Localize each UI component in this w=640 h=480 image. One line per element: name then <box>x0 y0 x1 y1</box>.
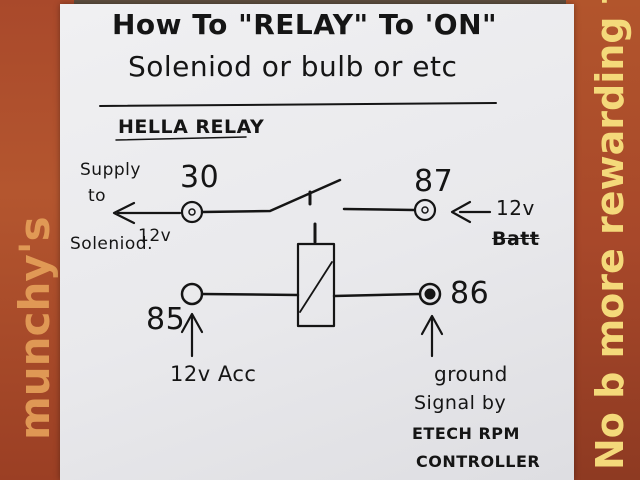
switch-arm <box>200 178 342 214</box>
supply-to-label: to <box>88 186 107 206</box>
pin-30-label: 30 <box>180 160 220 195</box>
batt-volts-label: 12v <box>496 196 535 220</box>
coil-winding <box>299 261 333 313</box>
acc-label: 12v Acc <box>170 362 257 386</box>
pin-87-terminal <box>413 198 437 222</box>
relay-heading: HELLA RELAY <box>118 116 265 138</box>
acc-arrow-head <box>180 312 204 334</box>
controller-label: CONTROLLER <box>416 452 541 471</box>
solenoid-label: Soleniod. <box>70 234 153 254</box>
batt-label: Batt <box>492 228 540 250</box>
title-divider <box>99 102 497 107</box>
output-arrow-head <box>112 201 136 225</box>
paper-sheet <box>60 4 574 480</box>
signal-by-label: Signal by <box>414 392 507 414</box>
etech-label: ETECH RPM <box>412 424 520 443</box>
wrapper-right: No b more rewarding than this! <box>566 0 640 480</box>
pin-86-label: 86 <box>450 276 490 311</box>
contact-87-wire <box>342 207 416 212</box>
pin-87-label: 87 <box>414 164 454 199</box>
supply-label: Supply <box>80 160 141 180</box>
pin-85-label: 85 <box>146 302 186 337</box>
wire-coil-to-86 <box>332 292 422 298</box>
title-line-1: How To "RELAY" To 'ON" <box>112 8 498 41</box>
batt-arrow-head <box>450 200 472 224</box>
solenoid-volts-label: 12v <box>138 226 172 246</box>
pin-86-terminal <box>418 282 442 306</box>
ground-label: ground <box>434 362 508 386</box>
heading-underline <box>115 136 247 141</box>
wire-85-to-coil <box>200 292 300 297</box>
relay-coil <box>296 242 336 328</box>
pin-30-terminal <box>180 200 204 224</box>
pin-85-terminal <box>180 282 204 306</box>
title-line-2: Soleniod or bulb or etc <box>128 50 458 83</box>
ground-arrow-head <box>420 314 444 336</box>
